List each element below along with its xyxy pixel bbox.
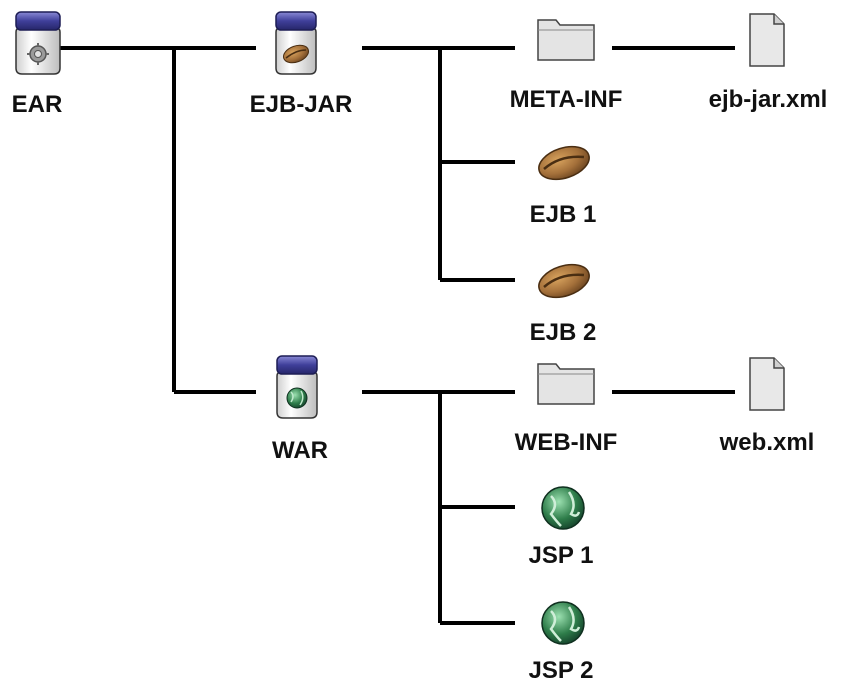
ejb-jar-label: EJB-JAR (250, 91, 353, 118)
ejb-jar-xml-node (749, 13, 785, 67)
ear-label: EAR (12, 91, 63, 118)
meta-inf-label: META-INF (510, 86, 623, 113)
file-icon (749, 357, 785, 411)
web-xml-label: web.xml (719, 429, 815, 456)
coffee-bean-icon (538, 263, 590, 299)
web-xml-node (749, 357, 785, 411)
folder-icon (537, 19, 595, 61)
jsp2-node (541, 601, 585, 645)
ejb-jar-icon (275, 11, 317, 75)
jsp1-label: JSP 1 (529, 542, 594, 569)
folder-icon (537, 363, 595, 405)
ejb2-node (538, 263, 590, 299)
war-node (276, 355, 318, 419)
web-inf-label: WEB-INF (515, 429, 618, 456)
web-inf-node (537, 363, 595, 405)
ejb1-node (538, 145, 590, 181)
ejb-jar-node (275, 11, 317, 75)
connectors (58, 46, 735, 625)
ear-node (15, 11, 61, 75)
jsp1-node (541, 486, 585, 530)
meta-inf-node (537, 19, 595, 61)
coffee-bean-icon (538, 145, 590, 181)
file-icon (749, 13, 785, 67)
ejb1-label: EJB 1 (530, 201, 597, 228)
jsp2-label: JSP 2 (529, 657, 594, 684)
ejb-jar-xml-label: ejb-jar.xml (709, 86, 828, 113)
globe-icon (541, 601, 585, 645)
ear-jar-icon (15, 11, 61, 75)
globe-icon (541, 486, 585, 530)
ejb2-label: EJB 2 (530, 319, 597, 346)
war-label: WAR (272, 437, 328, 464)
war-jar-icon (276, 355, 318, 419)
